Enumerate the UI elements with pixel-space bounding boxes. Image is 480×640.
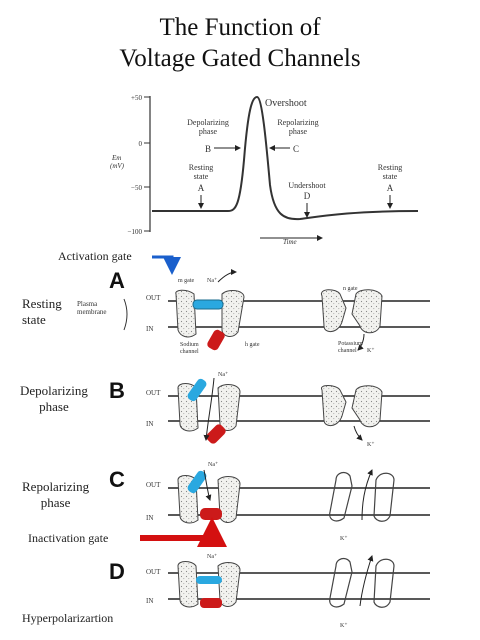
na-arrow-a <box>217 269 237 283</box>
inactivation-gate-label: Inactivation gate <box>28 531 109 545</box>
na-label-a: Na⁺ <box>207 278 217 284</box>
activation-gate-a <box>192 299 224 310</box>
graph-letter-b: B <box>205 144 211 154</box>
y-axis-label: Em (mV) <box>110 154 125 170</box>
in-label-d: IN <box>146 597 153 605</box>
resting-state-label: Resting state <box>22 296 62 327</box>
k-label-c: K⁺ <box>340 536 348 542</box>
panel-c-repolarizing: OUT IN Na⁺ K⁺ <box>146 462 430 542</box>
n-gate-label: n gate <box>343 286 358 292</box>
k-label-b: K⁺ <box>367 442 375 448</box>
k-arrow-a <box>357 333 365 351</box>
potassium-channel-right-a <box>351 289 383 334</box>
undershoot-label: Undershoot <box>288 181 326 190</box>
na-label-c: Na⁺ <box>208 462 218 468</box>
activation-gate-label: Activation gate <box>58 249 132 263</box>
tick-label-plus50: +50 <box>131 94 142 102</box>
potassium-channel-left-c <box>329 471 353 522</box>
depolarizing-phase-label: Depolarizing phase <box>20 383 88 414</box>
activation-gate-pointer <box>152 255 181 275</box>
inactivation-gate-c <box>200 508 222 520</box>
slide-title: The Function of Voltage Gated Channels <box>0 12 480 74</box>
panel-letter-b: B <box>109 378 125 403</box>
in-label-a: IN <box>146 325 153 333</box>
potassium-channel-left-a <box>320 289 347 332</box>
out-label-d: OUT <box>146 568 161 576</box>
panel-letter-c: C <box>109 467 125 492</box>
sodium-channel-left-a <box>175 289 197 338</box>
repolarizing-phase-label: Repolarizing phase <box>22 479 90 510</box>
inactivation-gate-b <box>206 424 226 444</box>
k-label-d: K⁺ <box>340 623 348 629</box>
title-line-1: The Function of <box>159 14 321 41</box>
out-label-b: OUT <box>146 389 161 397</box>
sodium-channel-right-a <box>221 289 245 337</box>
sodium-channel-right-b <box>217 384 241 431</box>
potassium-channel-right-d <box>373 558 395 608</box>
panel-d-hyperpolarization: OUT IN Na⁺ K⁺ <box>146 554 430 629</box>
potassium-channel-left-d <box>329 557 353 608</box>
k-arrow-b <box>353 425 363 441</box>
m-gate-label: m gate <box>178 278 194 284</box>
panel-letter-a: A <box>109 268 125 293</box>
tick-label-0: 0 <box>139 140 143 148</box>
inactivation-gate-a <box>207 329 225 351</box>
potassium-channel-right-c <box>373 472 395 522</box>
membrane-potential-curve <box>152 95 419 221</box>
graph-letter-d: D <box>304 191 311 201</box>
k-arrow-d <box>359 555 374 607</box>
membrane-brace <box>123 298 128 331</box>
na-arrow-b <box>203 377 215 441</box>
tick-label-minus100: −100 <box>128 228 143 236</box>
time-label: Time <box>283 238 297 246</box>
out-label-c: OUT <box>146 481 161 489</box>
sodium-channel-left-d <box>177 561 199 608</box>
y-axis-label-line-1: Em <box>111 154 121 162</box>
hyperpolarization-label: Hyperpolarizartion <box>22 611 114 625</box>
in-label-c: IN <box>146 514 153 522</box>
activation-gate-d <box>196 576 222 584</box>
potassium-channel-left-b <box>320 385 347 426</box>
graph-letter-a-left: A <box>198 183 205 193</box>
h-gate-label: h gate <box>245 342 260 348</box>
k-arrow-c <box>361 469 373 521</box>
na-label-d: Na⁺ <box>207 554 217 560</box>
panel-b-depolarizing: OUT IN Na⁺ K⁺ <box>146 372 430 448</box>
in-label-b: IN <box>146 420 153 428</box>
graph-letter-c: C <box>293 144 299 154</box>
activation-gate-c <box>187 470 207 494</box>
activation-gate-b <box>187 378 207 402</box>
panel-letter-d: D <box>109 559 125 584</box>
potassium-channel-right-b <box>351 385 383 428</box>
na-label-b: Na⁺ <box>218 372 228 378</box>
tick-label-minus50: −50 <box>131 184 142 192</box>
na-arrow-c <box>203 469 212 501</box>
y-axis-label-line-2: (mV) <box>110 162 125 170</box>
inactivation-gate-d <box>200 598 222 608</box>
title-line-2: Voltage Gated Channels <box>119 45 361 72</box>
k-label-a: K⁺ <box>367 348 375 354</box>
inactivation-gate-pointer <box>140 517 227 547</box>
graph-letter-a-right: A <box>387 183 394 193</box>
action-potential-graph: +50 0 −50 −100 Em (mV) Overshoot Depolar… <box>110 94 419 246</box>
out-label-a: OUT <box>146 294 161 302</box>
overshoot-label: Overshoot <box>265 98 307 109</box>
